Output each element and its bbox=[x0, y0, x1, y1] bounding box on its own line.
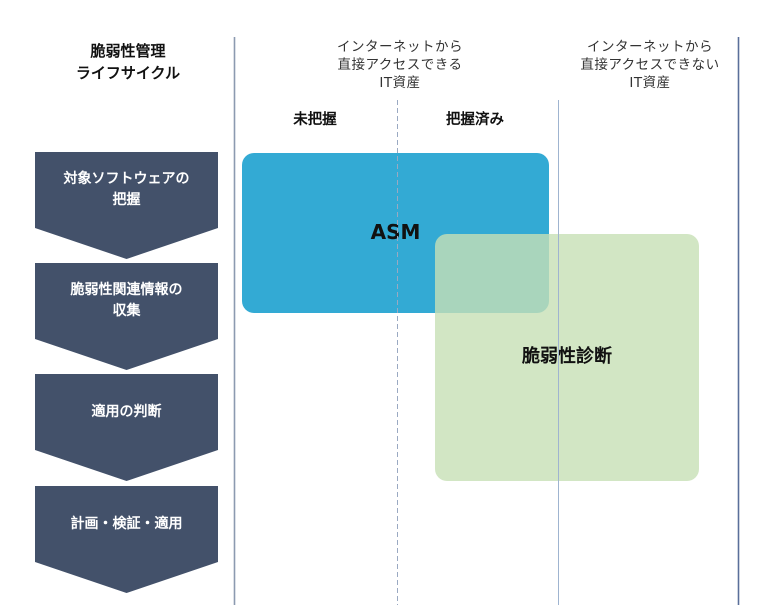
lifecycle-step-3: 適用の判断 bbox=[35, 374, 218, 481]
internal-header-line3: IT資産 bbox=[629, 75, 671, 91]
step-2-label-line1: 脆弱性関連情報の bbox=[70, 282, 183, 298]
lifecycle-title: 脆弱性管理 ライフサイクル bbox=[40, 40, 216, 84]
lifecycle-step-2: 脆弱性関連情報の 収集 bbox=[35, 263, 218, 370]
chevron-arrow-shape bbox=[35, 152, 218, 259]
chevron-arrow-shape bbox=[35, 263, 218, 370]
internal-header-line1: インターネットから bbox=[587, 39, 713, 55]
chevron-arrow-shape bbox=[35, 486, 218, 593]
internal-header: インターネットから 直接アクセスできない IT資産 bbox=[550, 38, 750, 92]
step-1-label-line2: 把握 bbox=[112, 192, 141, 208]
lifecycle-title-line2: ライフサイクル bbox=[75, 64, 181, 82]
lifecycle-title-line1: 脆弱性管理 bbox=[90, 42, 166, 60]
internet-facing-header-line3: IT資産 bbox=[379, 75, 421, 91]
vulnerability-assessment-label: 脆弱性診断 bbox=[522, 345, 612, 367]
asm-label: ASM bbox=[370, 220, 421, 244]
step-3-label: 適用の判断 bbox=[91, 403, 162, 420]
unknown-assets-label: 未把握 bbox=[293, 112, 337, 128]
chevron-arrow-shape bbox=[35, 374, 218, 481]
vulnerability-assessment-region: 脆弱性診断 bbox=[435, 234, 699, 481]
internet-facing-header-line2: 直接アクセスできる bbox=[337, 57, 463, 73]
step-1-label-line1: 対象ソフトウェアの bbox=[63, 171, 190, 187]
internal-header-line2: 直接アクセスできない bbox=[580, 57, 720, 73]
lifecycle-step-4: 計画・検証・適用 bbox=[35, 486, 218, 593]
step-4-label: 計画・検証・適用 bbox=[70, 515, 183, 532]
known-assets-label: 把握済み bbox=[446, 112, 504, 128]
internet-facing-header-line1: インターネットから bbox=[337, 39, 463, 55]
lifecycle-step-1: 対象ソフトウェアの 把握 bbox=[35, 152, 218, 259]
internet-facing-header: インターネットから 直接アクセスできる IT資産 bbox=[300, 38, 500, 92]
step-2-label-line2: 収集 bbox=[112, 303, 141, 319]
